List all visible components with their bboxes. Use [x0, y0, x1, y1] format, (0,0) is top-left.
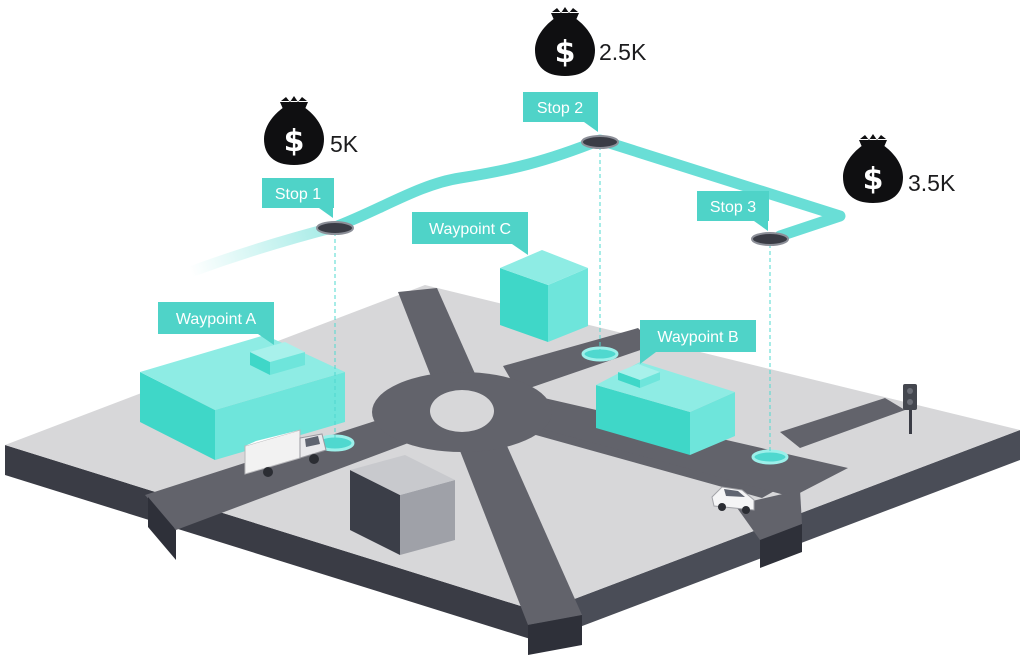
building-grey	[350, 455, 455, 555]
route-segment-main	[329, 134, 846, 242]
air-marker-stop-2	[581, 135, 619, 149]
waypoint-tag-a-pointer	[258, 334, 274, 345]
air-marker-stop-3	[751, 232, 789, 246]
route-segment-start	[184, 221, 341, 278]
building-b-right	[690, 392, 735, 455]
waypoint-tag-b-bg	[640, 320, 756, 352]
money-bag-dollar: $	[863, 162, 884, 197]
money-bag-shape	[264, 96, 324, 165]
stop-tag-3-bg	[697, 191, 769, 221]
building-c-left	[500, 268, 548, 342]
building-a-right	[215, 372, 345, 460]
building-waypoint-b	[596, 362, 735, 455]
money-bag-shape	[535, 7, 595, 76]
traffic-light-lamp	[907, 399, 913, 405]
money-bag-dollar: $	[284, 124, 305, 159]
building-b-roof-top	[618, 364, 660, 380]
road-end-cap-right	[760, 524, 802, 568]
traffic-light-housing	[903, 384, 917, 410]
road-north-right	[503, 328, 655, 392]
waypoint-tag-a-bg	[158, 302, 274, 334]
waypoint-tag-b-label: Waypoint B	[657, 329, 738, 346]
stop-tag-2: Stop 2	[523, 92, 598, 132]
waypoint-tag-c: Waypoint C	[412, 212, 528, 255]
road-end-cap-left	[148, 497, 176, 560]
traffic-light-pole	[909, 408, 912, 434]
traffic-light-icon	[903, 384, 917, 434]
road-end-cap-bottom	[528, 615, 582, 655]
stop-1-amount: 5K	[330, 131, 359, 157]
stop-tag-3-pointer	[754, 221, 768, 231]
stop-tag-1-label: Stop 1	[275, 186, 321, 203]
air-marker-stop-1	[316, 221, 354, 235]
building-a-roof-top	[250, 342, 305, 362]
ground-side-left	[5, 445, 540, 642]
money-bag-icon: $	[264, 96, 324, 165]
building-b-roof-right	[640, 372, 660, 388]
truck-box-top	[245, 430, 300, 446]
building-b-left	[596, 385, 690, 455]
air-markers	[316, 135, 789, 246]
stop-tag-2-pointer	[584, 122, 598, 132]
ground-marker-waypoint-c	[581, 346, 619, 362]
car-window	[724, 489, 745, 497]
waypoint-tag-b: Waypoint B	[640, 320, 756, 364]
truck-wheel	[309, 454, 319, 464]
money-bag-dollar: $	[555, 35, 576, 70]
car-wheel	[742, 506, 750, 514]
stop-tag-1-pointer	[319, 208, 333, 218]
road-diagonal-left	[398, 288, 582, 625]
car-wheel	[718, 503, 726, 511]
building-c-top	[500, 250, 588, 285]
money-bag-icon: $	[843, 134, 903, 203]
stop-tag-2-label: Stop 2	[537, 100, 583, 117]
car-icon	[711, 486, 755, 514]
stop-3-amount: 3.5K	[908, 170, 956, 196]
money-bag-shape	[843, 134, 903, 203]
waypoint-tag-c-label: Waypoint C	[429, 221, 511, 238]
building-b-roof-left	[618, 372, 640, 388]
waypoint-tag-a-label: Waypoint A	[176, 311, 257, 328]
building-c-right	[548, 268, 588, 342]
truck-icon	[244, 429, 327, 477]
roundabout-center	[430, 390, 494, 432]
building-a-roof-right	[270, 352, 305, 375]
building-waypoint-a	[140, 335, 345, 460]
truck-wheel	[263, 467, 273, 477]
traffic-light-lamp	[907, 388, 913, 394]
stop-tag-3-label: Stop 3	[710, 199, 756, 216]
ground-marker-stop-3	[751, 449, 789, 465]
stop-tag-3: Stop 3	[697, 191, 769, 231]
stop-tag-1: Stop 1	[262, 178, 334, 218]
drop-lines	[334, 146, 771, 454]
road-east	[780, 398, 905, 448]
waypoint-tag-b-pointer	[640, 352, 656, 364]
truck-window	[305, 436, 320, 447]
building-a-left	[140, 372, 215, 460]
building-grey-right	[400, 480, 455, 555]
stop-tag-2-bg	[523, 92, 598, 122]
building-waypoint-c	[500, 250, 588, 342]
stop-tag-1-bg	[262, 178, 334, 208]
money-bag-icon: $	[535, 7, 595, 76]
waypoint-tag-c-pointer	[512, 244, 528, 255]
building-a-roof-left	[250, 352, 270, 375]
building-grey-top	[350, 455, 455, 495]
waypoint-tag-c-bg	[412, 212, 528, 244]
stop-2-amount: 2.5K	[599, 39, 647, 65]
waypoint-tag-a: Waypoint A	[158, 302, 274, 345]
building-grey-left	[350, 470, 400, 555]
